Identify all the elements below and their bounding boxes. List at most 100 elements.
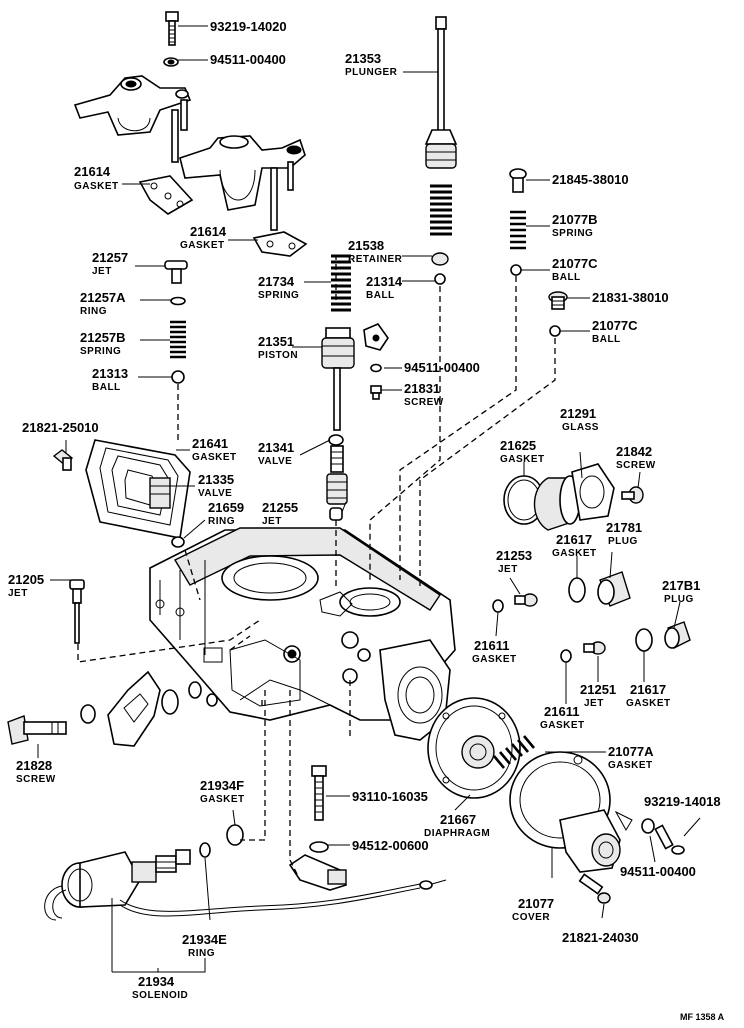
part-name-screw: SCREW	[16, 774, 56, 785]
part-name-jet: JET	[8, 588, 28, 599]
valve-21341	[326, 434, 348, 505]
plug-217b1	[664, 621, 691, 649]
cover-plate-21641	[85, 439, 191, 539]
part-number-21335: 21335	[198, 472, 234, 487]
spring-21257b	[170, 320, 186, 359]
gasket-21617-lower	[635, 628, 653, 652]
part-number-21251: 21251	[580, 682, 616, 697]
screw-93110-16035	[311, 765, 327, 821]
part-name-piston: PISTON	[258, 350, 298, 361]
part-name-gasket: GASKET	[200, 794, 245, 805]
carburetor-body	[149, 527, 456, 741]
part-number-21353: 21353	[345, 51, 381, 66]
part-name-ring: RING	[208, 516, 235, 527]
gasket-21934f	[226, 824, 244, 846]
part-name-jet: JET	[498, 564, 518, 575]
screw-21821-25010	[52, 449, 73, 471]
screw-21821-24030	[578, 873, 611, 904]
part-number-21934e: 21934E	[182, 932, 227, 947]
part-name-plunger: PLUNGER	[345, 67, 398, 78]
part-name-ball: BALL	[366, 290, 395, 301]
ball-21077c-upper	[510, 264, 522, 276]
screw-21831	[370, 385, 382, 400]
part-name-jet: JET	[584, 698, 604, 709]
part-number-21205: 21205	[8, 572, 44, 587]
leader-lines	[37, 25, 701, 973]
gasket-21611-lower	[560, 649, 572, 663]
diaphragm-21667	[427, 697, 521, 799]
screw-21828	[7, 715, 67, 745]
part-name-ball: BALL	[552, 272, 581, 283]
figure-code: MF 1358 A	[680, 1012, 725, 1022]
part-name-gasket: GASKET	[552, 548, 597, 559]
jet-21205	[69, 579, 85, 644]
part-number-217b1: 217B1	[662, 578, 700, 593]
part-name-screw: SCREW	[404, 397, 444, 408]
piston-21351	[321, 327, 355, 431]
ball-21077c-lower	[549, 325, 561, 337]
washer-94511-top	[163, 57, 179, 67]
part-number-21313: 21313	[92, 366, 128, 381]
screw-93219-14020	[165, 11, 179, 46]
bracket-small	[363, 323, 389, 351]
part-name-spring: SPRING	[258, 290, 299, 301]
part-number-93219-14020: 93219-14020	[210, 19, 287, 34]
part-name-valve: VALVE	[198, 488, 232, 499]
spring-21077b	[510, 210, 526, 250]
part-name-plug: PLUG	[608, 536, 638, 547]
part-number-21934: 21934	[138, 974, 175, 989]
part-number-21614-lower: 21614	[190, 224, 227, 239]
gasket-21617-upper	[568, 577, 586, 603]
part-number-21077a: 21077A	[608, 744, 654, 759]
part-name-gasket: GASKET	[180, 240, 225, 251]
gasket-21614-upper	[138, 175, 194, 215]
part-number-21781: 21781	[606, 520, 642, 535]
part-number-21255: 21255	[262, 500, 298, 515]
ring-21257a	[170, 296, 186, 306]
ring-21659	[171, 536, 185, 548]
gasket-21614-lower	[252, 231, 308, 257]
washer-94512	[309, 841, 329, 853]
washer-94511-mid	[370, 363, 382, 373]
throttle-link	[80, 670, 179, 747]
spring-21077a	[493, 735, 535, 769]
part-number-21934f: 21934F	[200, 778, 244, 793]
part-number-93219-14018: 93219-14018	[644, 794, 721, 809]
part-number-21538: 21538	[348, 238, 384, 253]
part-number-21828: 21828	[16, 758, 52, 773]
part-name-ball: BALL	[92, 382, 121, 393]
part-number-21831: 21831	[404, 381, 440, 396]
part-name-spring: SPRING	[552, 228, 593, 239]
ring-21934e	[199, 842, 211, 858]
plunger-21353	[424, 16, 458, 169]
screw-93219-14018	[654, 824, 685, 855]
part-name-valve: VALVE	[258, 456, 292, 467]
part-number-21253: 21253	[496, 548, 532, 563]
part-number-21667: 21667	[440, 812, 476, 827]
part-name-diaphragm: DIAPHRAGM	[424, 828, 490, 839]
part-name-jet: JET	[92, 266, 112, 277]
spring-plunger	[430, 184, 452, 236]
screw-21845-38010	[509, 168, 527, 193]
part-name-gasket: GASKET	[540, 720, 585, 731]
solenoid-21934	[44, 849, 447, 921]
part-number-21821-25010: 21821-25010	[22, 420, 99, 435]
part-number-21831-38010: 21831-38010	[592, 290, 669, 305]
part-number-21734: 21734	[258, 274, 295, 289]
part-name-gasket: GASKET	[472, 654, 517, 665]
pump-lever-lower	[179, 135, 306, 231]
part-number-21617-lower: 21617	[630, 682, 666, 697]
part-number-94512-00600: 94512-00600	[352, 838, 429, 853]
part-name-spring: SPRING	[80, 346, 121, 357]
part-number-93110-16035: 93110-16035	[352, 789, 428, 804]
part-number-94511-00400-top: 94511-00400	[210, 52, 286, 67]
part-number-21611-lower: 21611	[544, 704, 579, 719]
screw-21842	[621, 486, 644, 504]
part-number-21821-24030: 21821-24030	[562, 930, 639, 945]
part-number-21077c-lower: 21077C	[592, 318, 638, 333]
part-number-21625: 21625	[500, 438, 536, 453]
part-name-gasket: GASKET	[74, 181, 119, 192]
part-number-21257a: 21257A	[80, 290, 126, 305]
jet-21255	[329, 507, 343, 521]
